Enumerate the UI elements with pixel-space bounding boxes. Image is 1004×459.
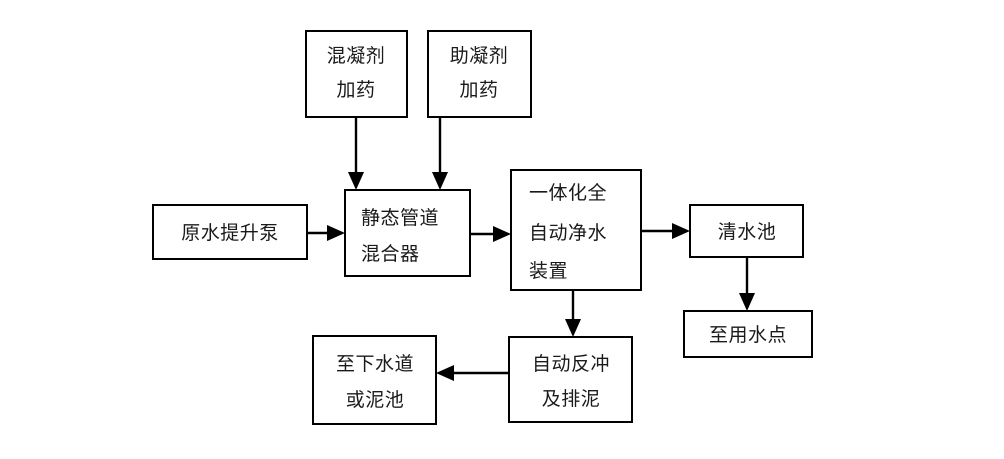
node-static-pipe-mixer[interactable]: 静态管道 混合器 (344, 189, 471, 277)
node-raw-water-lift-pump-box[interactable] (152, 204, 308, 260)
edge-backwash-to-sewer (436, 365, 509, 381)
node-flocculant-aid-dosing[interactable]: 助凝剂 加药 (427, 30, 532, 118)
node-flocculant-aid-dosing-label-line2: 加药 (459, 79, 498, 101)
node-static-pipe-mixer-box[interactable] (344, 189, 471, 277)
node-to-water-use-point-label: 至用水点 (709, 324, 787, 346)
node-coagulant-dosing-label-line2: 加药 (336, 79, 375, 101)
edge-flocculant-to-mixer (432, 117, 448, 190)
edge-pump-to-mixer (307, 225, 345, 241)
node-coagulant-dosing-label-line1: 混凝剂 (327, 45, 386, 67)
node-integrated-auto-water-purifier[interactable]: 一体化全 自动净水 装置 (510, 169, 642, 291)
node-flocculant-aid-dosing-box[interactable] (427, 30, 532, 118)
node-clean-water-tank[interactable]: 清水池 (689, 204, 804, 258)
node-static-pipe-mixer-label-line1: 静态管道 (361, 207, 439, 229)
edge-purifier-to-tank (641, 223, 690, 239)
node-auto-backwash-and-sludge-discharge-label-line2: 及排泥 (542, 388, 601, 410)
node-static-pipe-mixer-label-line2: 混合器 (361, 243, 420, 265)
node-clean-water-tank-label: 清水池 (718, 221, 777, 243)
edge-tank-to-use-point-arrowhead (739, 293, 755, 311)
node-integrated-auto-water-purifier-box[interactable] (510, 169, 642, 291)
node-coagulant-dosing[interactable]: 混凝剂 加药 (305, 30, 408, 118)
node-to-sewer-or-sludge-pond-label-line2: 或泥池 (346, 389, 405, 411)
edge-pump-to-mixer-arrowhead (327, 225, 345, 241)
node-integrated-auto-water-purifier-label-line1: 一体化全 (529, 182, 607, 204)
node-auto-backwash-and-sludge-discharge-box[interactable] (508, 336, 633, 423)
node-to-water-use-point[interactable]: 至用水点 (683, 310, 813, 358)
node-auto-backwash-and-sludge-discharge[interactable]: 自动反冲 及排泥 (508, 336, 633, 423)
edge-purifier-to-backwash-arrowhead (565, 319, 581, 337)
node-flocculant-aid-dosing-label-line1: 助凝剂 (450, 45, 509, 67)
node-clean-water-tank-box[interactable] (689, 204, 804, 258)
edge-mixer-to-purifier (470, 226, 511, 242)
node-auto-backwash-and-sludge-discharge-label-line1: 自动反冲 (532, 353, 610, 375)
node-to-sewer-or-sludge-pond[interactable]: 至下水道 或泥池 (312, 335, 437, 425)
edge-mixer-to-purifier-arrowhead (493, 226, 511, 242)
edge-tank-to-use-point (739, 257, 755, 311)
edge-flocculant-to-mixer-arrowhead (432, 172, 448, 190)
node-integrated-auto-water-purifier-label-line2: 自动净水 (529, 222, 607, 244)
node-to-sewer-or-sludge-pond-label-line1: 至下水道 (336, 353, 414, 375)
edge-backwash-to-sewer-arrowhead (436, 365, 454, 381)
edge-coagulant-to-mixer (348, 117, 364, 190)
node-coagulant-dosing-box[interactable] (305, 30, 408, 118)
edge-purifier-to-backwash (565, 290, 581, 337)
node-to-sewer-or-sludge-pond-box[interactable] (312, 335, 437, 425)
edge-purifier-to-tank-arrowhead (672, 223, 690, 239)
node-integrated-auto-water-purifier-label-line3: 装置 (529, 260, 568, 282)
node-raw-water-lift-pump-label: 原水提升泵 (181, 222, 279, 244)
node-to-water-use-point-box[interactable] (683, 310, 813, 358)
node-raw-water-lift-pump[interactable]: 原水提升泵 (152, 204, 308, 260)
edge-coagulant-to-mixer-arrowhead (348, 172, 364, 190)
